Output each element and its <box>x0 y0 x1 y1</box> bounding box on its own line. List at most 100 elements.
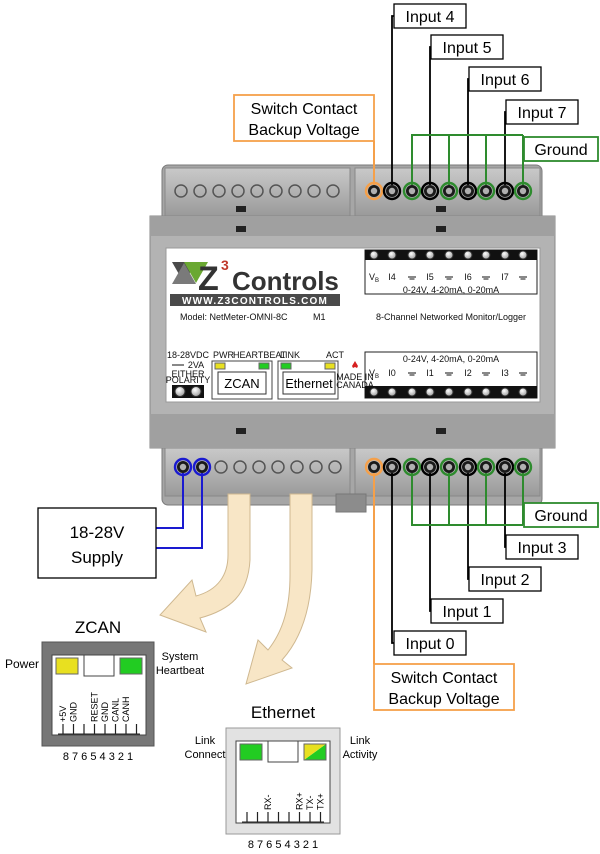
input-terminal <box>476 457 496 477</box>
power-supply: 18-28V Supply <box>37 507 157 579</box>
made-in-text: MADE IN <box>336 372 374 382</box>
zcan-arrow <box>159 493 251 633</box>
zcan-pin-label: GND <box>100 702 110 723</box>
switch-top-line2: Backup Voltage <box>248 122 359 139</box>
description-text: 8-Channel Networked Monitor/Logger <box>376 312 526 322</box>
terminal-label: I0 <box>388 368 396 378</box>
input3-label: Input 3 <box>518 540 567 557</box>
input4-label: Input 4 <box>406 9 455 26</box>
zcan-pin-label: +5V <box>58 706 68 722</box>
terminal-label: I1 <box>426 368 434 378</box>
zcan-heartbeat-line1: System <box>162 651 199 663</box>
top-left-terminal-block <box>174 184 340 198</box>
eth-activity-line2: Activity <box>343 749 378 761</box>
input-terminal <box>458 181 478 201</box>
eth-activity-led <box>303 743 327 761</box>
input-terminal <box>402 181 422 201</box>
power-either: EITHER <box>171 369 205 379</box>
input1-label: Input 1 <box>443 604 492 621</box>
made-in-canada: MADE IN CANADA <box>336 361 374 390</box>
z3-controls-logo: Z 3 Controls <box>172 257 339 298</box>
url-bar <box>170 294 340 306</box>
empty-terminal <box>328 460 342 474</box>
input-terminal <box>420 181 440 201</box>
terminal-label: I5 <box>426 272 434 282</box>
empty-terminal <box>290 460 304 474</box>
power-terminal <box>173 457 193 477</box>
zcan-heartbeat-label: HEARTBEAT <box>233 350 287 360</box>
supply-line2: Supply <box>71 548 123 567</box>
input-terminal <box>495 457 515 477</box>
input-terminal <box>382 181 402 201</box>
eth-port-label: Ethernet <box>285 377 333 391</box>
empty-terminal <box>326 184 340 198</box>
maple-leaf-icon <box>352 361 358 368</box>
switch-top-line1: Switch Contact <box>251 101 358 118</box>
zcan-pin-label: CANH <box>121 696 131 722</box>
eth-link-label: LINK <box>280 350 300 360</box>
terminal-label: VB <box>369 368 379 380</box>
zcan-heartbeat-line2: Heartbeat <box>156 665 204 677</box>
eth-pin-label: TX+ <box>316 793 326 810</box>
zcan-pin-numbers: 8 7 6 5 4 3 2 1 <box>63 751 133 763</box>
eth-link-line2: Connect <box>185 749 226 761</box>
input-terminal <box>476 181 496 201</box>
input0-label: Input 0 <box>406 636 455 653</box>
zcan-pwr-label: PWR <box>213 350 234 360</box>
input5-label: Input 5 <box>443 40 492 57</box>
empty-terminal <box>309 460 323 474</box>
eth-act-label: ACT <box>326 350 345 360</box>
input-terminal <box>513 181 533 201</box>
eth-link-line1: Link <box>195 735 216 747</box>
terminal-label: I2 <box>464 368 472 378</box>
input-terminal <box>420 457 440 477</box>
empty-terminal <box>174 184 188 198</box>
zcan-port-label: ZCAN <box>224 376 259 391</box>
ground-top-label: Ground <box>534 142 587 159</box>
empty-terminal <box>233 460 247 474</box>
terminal-label: VB <box>369 272 379 284</box>
zcan-detail-title: ZCAN <box>75 618 121 637</box>
wire <box>391 15 394 185</box>
supply-line1: 18-28V <box>70 523 125 542</box>
eth-pin-label: RX- <box>263 794 273 810</box>
zcan-heartbeat-led <box>119 657 143 675</box>
device-body <box>149 164 556 513</box>
eth-pin-numbers: 8 7 6 5 4 3 2 1 <box>248 839 318 851</box>
ethernet-arrow <box>245 493 313 685</box>
input-terminal <box>495 181 515 201</box>
input-terminal <box>382 457 402 477</box>
input-terminal <box>439 457 459 477</box>
input7-label: Input 7 <box>518 105 567 122</box>
zcan-pin-label: RESET <box>90 691 100 722</box>
input2-label: Input 2 <box>481 572 530 589</box>
ethernet-detail-title: Ethernet <box>251 703 316 722</box>
input-terminal <box>458 457 478 477</box>
power-va: 2VA <box>188 360 204 370</box>
input-terminal <box>513 457 533 477</box>
top-right-terminal-block <box>364 181 533 201</box>
revision-text: M1 <box>313 312 326 322</box>
bottom-callouts: Ground Input 3 Input 2 Input 1 Input 0 S… <box>373 502 599 711</box>
empty-terminal <box>214 460 228 474</box>
input6-label: Input 6 <box>481 72 530 89</box>
top-callouts: Input 4 Input 5 Input 6 Input 7 Ground S… <box>233 3 599 162</box>
empty-terminal <box>193 184 207 198</box>
wire <box>467 78 469 185</box>
empty-terminal <box>250 184 264 198</box>
empty-terminal <box>307 184 321 198</box>
empty-terminal <box>231 184 245 198</box>
input-terminal <box>364 457 384 477</box>
empty-terminal <box>269 184 283 198</box>
wire <box>429 473 431 612</box>
switch-bottom-line1: Switch Contact <box>391 670 498 687</box>
input-terminal <box>364 181 384 201</box>
zcan-power-led <box>55 657 79 675</box>
wire <box>156 473 203 549</box>
canada-text: CANADA <box>336 380 374 390</box>
power-input-label: 18-28VDC 2VA EITHER POLARITY <box>166 350 210 398</box>
ground-bottom-label: Ground <box>534 508 587 525</box>
